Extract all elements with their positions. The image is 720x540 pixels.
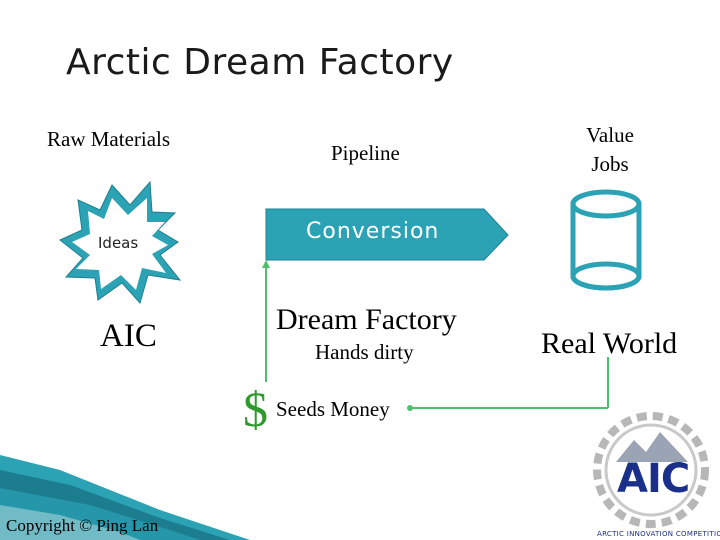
dream-factory-subtitle: Hands dirty	[315, 340, 414, 364]
conversion-arrow	[265, 208, 509, 261]
conversion-label: Conversion	[306, 219, 440, 244]
value-jobs-heading: Value Jobs	[570, 121, 650, 179]
copyright-notice: Copyright © Ping Lan	[6, 516, 159, 535]
logo-caption: ARCTIC INNOVATION COMPETITION	[597, 530, 720, 538]
corner-swoosh	[0, 455, 250, 540]
aic-label: AIC	[100, 318, 157, 354]
value-heading-line1: Value	[586, 123, 634, 147]
aic-logo	[593, 412, 709, 528]
page-title: Arctic Dream Factory	[66, 42, 454, 83]
connector-lines	[265, 265, 609, 409]
logo-wordmark: AIC	[617, 456, 690, 502]
real-world-label: Real World	[541, 327, 678, 360]
raw-materials-heading: Raw Materials	[47, 127, 171, 151]
dollar-icon: $	[243, 381, 268, 437]
value-heading-line2: Jobs	[591, 152, 629, 176]
jobs-cylinder	[570, 189, 642, 291]
seeds-money-label: Seeds Money	[276, 397, 390, 421]
pipeline-heading: Pipeline	[331, 141, 400, 165]
dream-factory-title: Dream Factory	[276, 303, 457, 336]
ideas-label: Ideas	[98, 234, 139, 252]
